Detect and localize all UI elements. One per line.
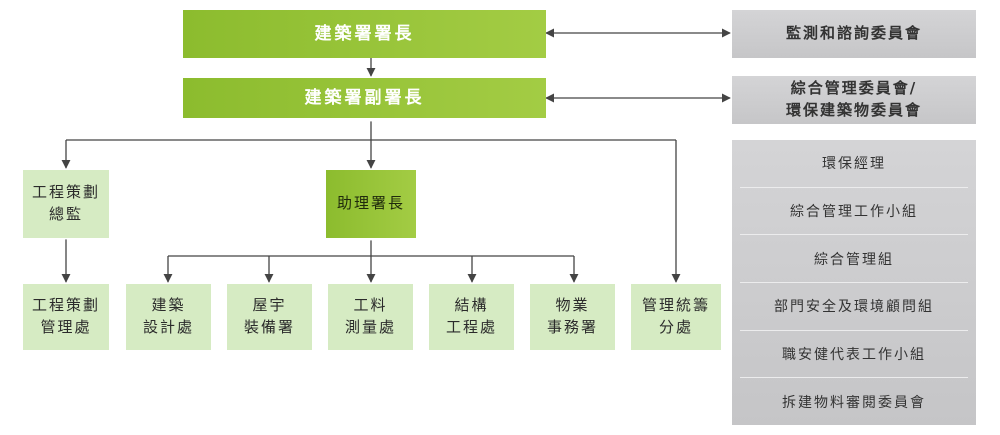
division-architectural-design: 建築 設計處 — [126, 284, 211, 350]
panel-item: 部門安全及環境顧問組 — [740, 283, 968, 331]
division-line-1: 建築 — [151, 296, 186, 315]
director-label: 建築署署長 — [314, 23, 415, 44]
management-committee-line-2: 環保建築物委員會 — [785, 101, 922, 119]
division-line-2: 裝備署 — [243, 318, 295, 336]
division-management-coordination: 管理統籌 分處 — [631, 284, 721, 350]
planning-office-line-2: 管理處 — [40, 318, 92, 336]
division-line-1: 結構 — [454, 296, 489, 315]
division-building-services: 屋宇 裝備署 — [227, 284, 312, 350]
assistant-director-label: 助理署長 — [336, 194, 405, 213]
division-line-2: 測量處 — [344, 318, 396, 336]
monitoring-committee-label: 監測和諮詢委員會 — [785, 24, 922, 43]
director-box: 建築署署長 — [183, 10, 546, 58]
division-line-1: 管理統籌 — [641, 296, 710, 315]
division-line-2: 設計處 — [142, 318, 194, 336]
panel-item: 環保經理 — [740, 140, 968, 188]
division-line-2: 事務署 — [546, 318, 598, 336]
monitoring-committee-box: 監測和諮詢委員會 — [732, 10, 976, 58]
division-line-1: 工料 — [353, 296, 388, 315]
planning-office-line-1: 工程策劃 — [31, 296, 100, 315]
panel-item: 綜合管理工作小組 — [740, 188, 968, 236]
panel-item: 職安健代表工作小組 — [740, 331, 968, 379]
assistant-director-box: 助理署長 — [326, 170, 416, 238]
panel-item: 拆建物料審閱委員會 — [782, 394, 926, 411]
chief-planner-line-2: 總監 — [48, 205, 83, 223]
panel-item: 綜合管理組 — [740, 235, 968, 284]
division-line-2: 分處 — [658, 318, 693, 336]
side-panel: 環保經理 綜合管理工作小組 綜合管理組 部門安全及環境顧問組 職安健代表工作小組… — [732, 140, 976, 425]
division-quantity-surveying: 工料 測量處 — [328, 284, 413, 350]
division-line-1: 物業 — [555, 296, 590, 315]
chief-planner-box: 工程策劃 總監 — [23, 170, 109, 238]
division-line-1: 屋宇 — [252, 296, 287, 315]
chief-planner-line-1: 工程策劃 — [31, 183, 100, 202]
division-structural-engineering: 結構 工程處 — [429, 284, 514, 350]
division-line-2: 工程處 — [445, 318, 497, 336]
management-committee-box: 綜合管理委員會/ 環保建築物委員會 — [732, 76, 976, 124]
planning-office-box: 工程策劃 管理處 — [23, 284, 109, 350]
division-property-services: 物業 事務署 — [530, 284, 615, 350]
management-committee-line-1: 綜合管理委員會/ — [790, 79, 918, 98]
deputy-director-label: 建築署副署長 — [304, 87, 425, 108]
deputy-director-box: 建築署副署長 — [183, 78, 546, 118]
